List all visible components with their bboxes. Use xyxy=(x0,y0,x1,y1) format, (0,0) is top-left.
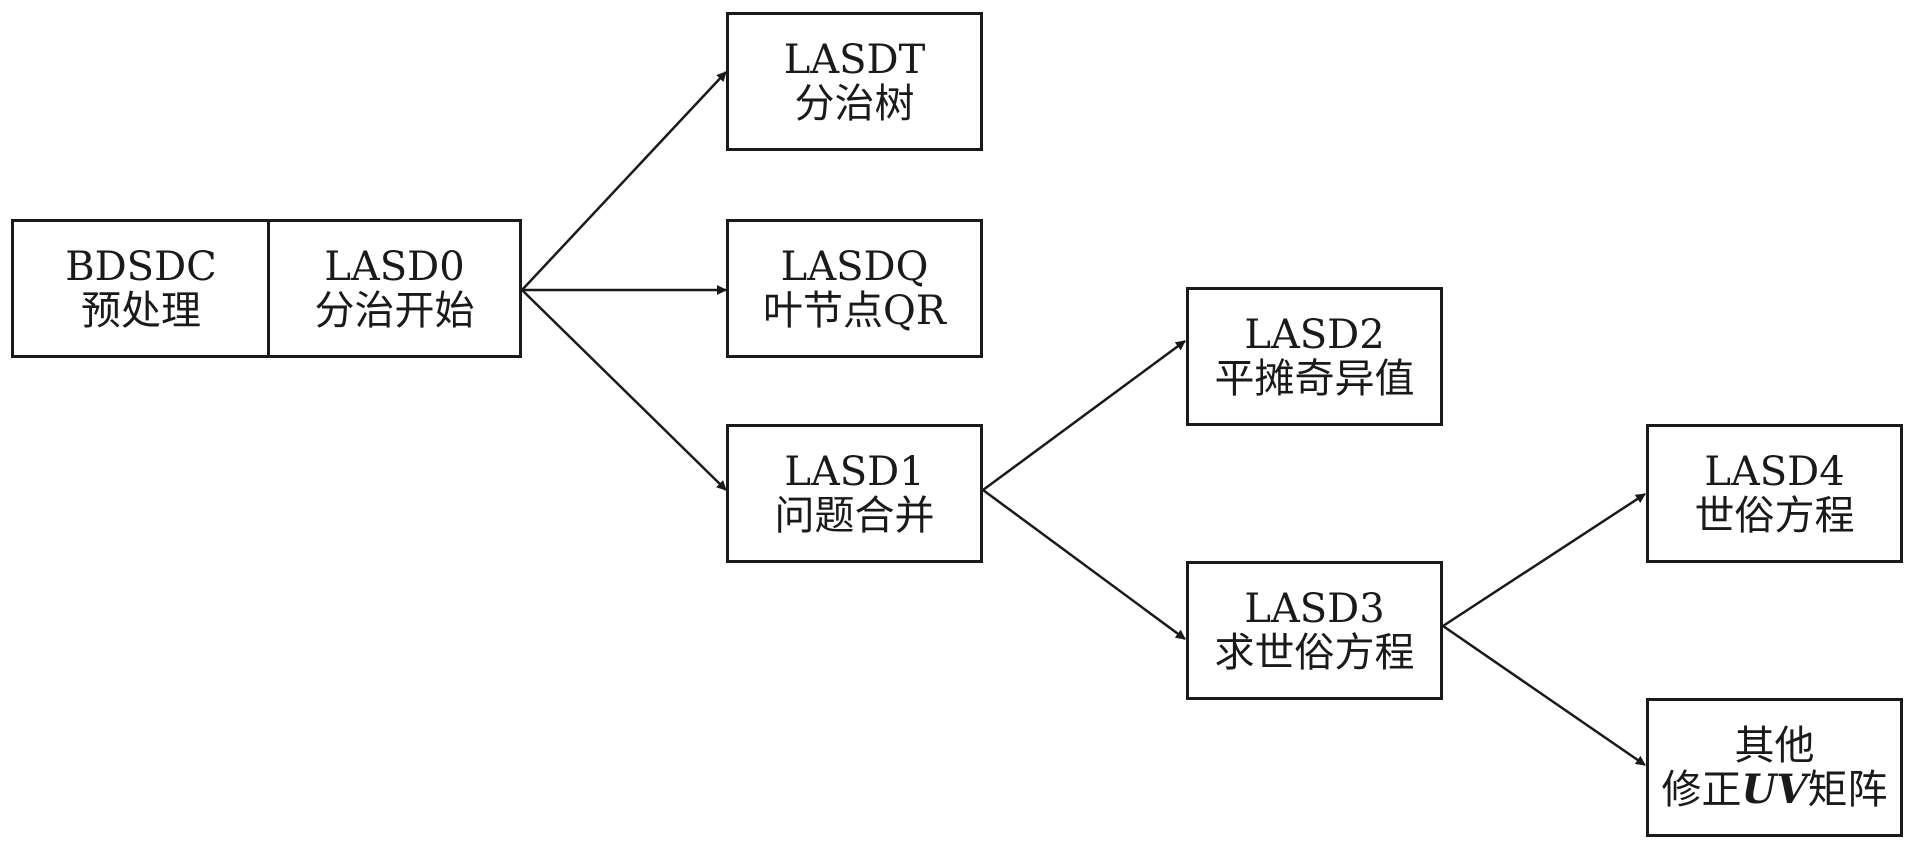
node-lasdq-title: LASDQ xyxy=(780,243,929,290)
node-lasd3: LASD3 求世俗方程 xyxy=(1186,561,1443,700)
node-lasd3-subtitle: 求世俗方程 xyxy=(1214,629,1415,676)
node-bdsdc-lasd0: BDSDC 预处理 LASD0 分治开始 xyxy=(11,219,522,358)
node-lasd1-subtitle: 问题合并 xyxy=(774,492,935,539)
node-lasd4-subtitle: 世俗方程 xyxy=(1694,492,1855,539)
node-other-subtitle: 修正UV矩阵 xyxy=(1661,765,1888,813)
node-lasd0-title: LASD0 xyxy=(324,243,465,290)
node-bdsdc: BDSDC 预处理 xyxy=(14,222,268,355)
edge-lasd3-lasd4 xyxy=(1442,492,1646,628)
node-other: 其他 修正UV矩阵 xyxy=(1646,698,1903,837)
node-lasdt: LASDT 分治树 xyxy=(726,12,983,151)
node-lasdq-subtitle: 叶节点QR xyxy=(763,287,946,334)
node-lasd2: LASD2 平摊奇异值 xyxy=(1186,287,1443,426)
node-other-subtitle-suffix: 矩阵 xyxy=(1807,766,1888,813)
node-lasd3-title: LASD3 xyxy=(1244,585,1385,632)
edge-lasd1-lasd2 xyxy=(982,339,1186,492)
node-bdsdc-subtitle: 预处理 xyxy=(81,287,201,334)
node-bdsdc-title: BDSDC xyxy=(65,243,217,290)
node-other-subtitle-uv: UV xyxy=(1741,765,1808,813)
node-lasdq: LASDQ 叶节点QR xyxy=(726,219,983,358)
node-lasdt-subtitle: 分治树 xyxy=(794,80,915,127)
edge-lasd0-lasd1 xyxy=(521,289,727,491)
node-lasd1-title: LASD1 xyxy=(784,448,925,495)
node-lasd4-title: LASD4 xyxy=(1704,448,1845,495)
edge-lasd3-other xyxy=(1442,624,1646,767)
node-lasdt-title: LASDT xyxy=(783,36,926,83)
edge-lasd1-lasd3 xyxy=(982,488,1186,641)
node-lasd1: LASD1 问题合并 xyxy=(726,424,983,563)
node-divider xyxy=(267,222,270,355)
edge-lasd0-lasdt xyxy=(521,71,727,291)
node-other-title: 其他 xyxy=(1734,722,1815,769)
node-lasd4: LASD4 世俗方程 xyxy=(1646,424,1903,563)
node-other-subtitle-prefix: 修正 xyxy=(1661,766,1742,813)
node-lasd2-subtitle: 平摊奇异值 xyxy=(1214,355,1415,402)
node-lasd0-subtitle: 分治开始 xyxy=(314,287,475,334)
node-lasd2-title: LASD2 xyxy=(1244,311,1385,358)
node-lasd0: LASD0 分治开始 xyxy=(270,222,519,355)
